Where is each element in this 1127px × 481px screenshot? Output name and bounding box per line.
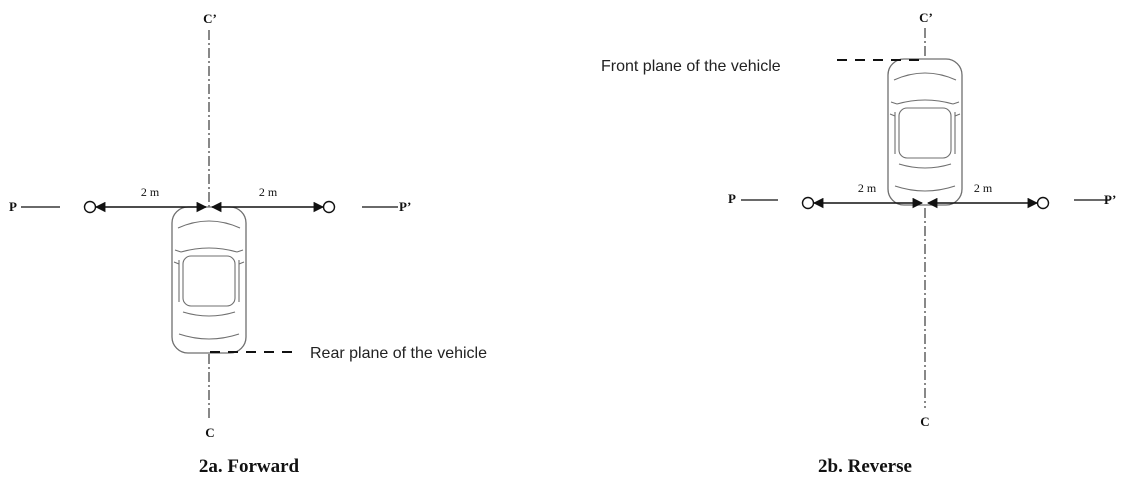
right-marker-reverse (1036, 196, 1050, 210)
axis-bottom-label-reverse: C (920, 414, 929, 429)
panel-reverse: C’ C Front plane of the vehicle P 2 m 2 … (601, 10, 1116, 477)
axis-top-label-reverse: C’ (919, 10, 933, 25)
panel-forward: C’ C P 2 m 2 m P’ Rear plane of the vehi… (9, 11, 487, 477)
vehicle-reverse (887, 58, 963, 206)
vehicle-forward (171, 206, 247, 354)
right-distance-label-forward: 2 m (259, 185, 278, 199)
left-marker-reverse (801, 196, 815, 210)
right-line-label-reverse: P’ (1104, 192, 1116, 207)
caption-forward: 2a. Forward (199, 456, 300, 477)
right-line-label-forward: P’ (399, 199, 411, 214)
axis-top-label-forward: C’ (203, 11, 217, 26)
axis-bottom-label-forward: C (205, 425, 214, 440)
left-line-label-forward: P (9, 199, 17, 214)
right-marker-forward (322, 200, 336, 214)
left-line-label-reverse: P (728, 191, 736, 206)
right-distance-label-reverse: 2 m (974, 181, 993, 195)
caption-reverse: 2b. Reverse (818, 456, 912, 477)
left-marker-forward (83, 200, 97, 214)
front-plane-callout-label: Front plane of the vehicle (601, 58, 781, 75)
left-distance-label-forward: 2 m (141, 185, 160, 199)
rear-plane-callout-label: Rear plane of the vehicle (310, 345, 487, 362)
left-distance-label-reverse: 2 m (858, 181, 877, 195)
